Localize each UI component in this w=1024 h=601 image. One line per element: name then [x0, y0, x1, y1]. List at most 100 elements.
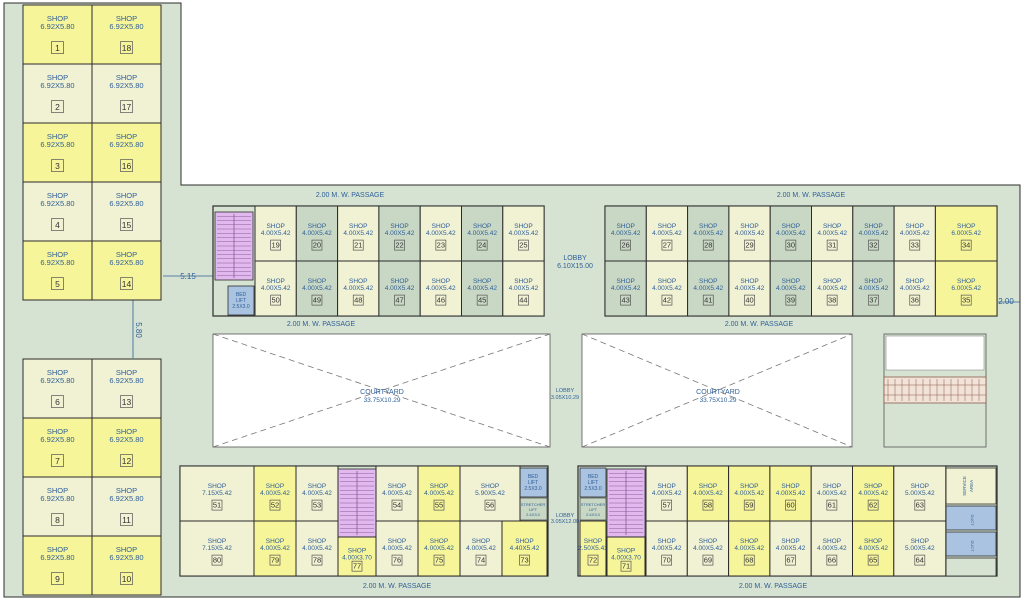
shop-number-box [702, 294, 714, 306]
shop-size: 4.00X5.42 [385, 285, 415, 292]
svg-text:2.4X3.0: 2.4X3.0 [586, 512, 601, 517]
shop-label: SHOP [116, 250, 137, 259]
service-area: SERVICE AREA [945, 467, 997, 505]
shop-number: 47 [395, 296, 403, 305]
shop-label: SHOP [47, 191, 68, 200]
shop-number-box [620, 294, 632, 306]
shop-number-box [270, 239, 281, 251]
passage-top-left: 2.00 M. W. PASSAGE [316, 192, 385, 199]
shop-label: SHOP [47, 132, 68, 141]
shop-label: SHOP [430, 538, 448, 545]
shop-number-box [51, 100, 64, 113]
shop-label: SHOP [864, 223, 882, 230]
duct-1: DUCT [945, 505, 997, 531]
shop-number: 25 [519, 241, 527, 250]
shop-number: 36 [911, 296, 919, 305]
shop-number-box [744, 294, 755, 306]
shop-size: 4.00X5.42 [900, 230, 930, 237]
shop-label: SHOP [740, 538, 758, 545]
shop-size: 4.40X5.42 [510, 545, 540, 552]
shop-number: 15 [122, 220, 132, 230]
shop-number: 5 [55, 279, 60, 289]
dimension-label-1: 5.15 [180, 272, 196, 281]
shop-label: SHOP [657, 538, 675, 545]
shop-size: 4.00X5.42 [652, 490, 682, 497]
shop-label: SHOP [906, 278, 924, 285]
shop-number-box [433, 499, 445, 511]
shop-number: 22 [395, 241, 403, 250]
shop-size: 4.00X5.42 [735, 230, 765, 237]
shop-number-box [909, 239, 921, 251]
svg-text:2.4X3.0: 2.4X3.0 [526, 512, 541, 517]
shop-number-box [270, 294, 281, 306]
shop-size: 6.92X5.80 [109, 22, 143, 31]
shop-size: 6.92X5.80 [109, 494, 143, 503]
shop-label: SHOP [657, 483, 675, 490]
shop-number: 19 [271, 241, 279, 250]
shop-size: 4.00X5.42 [611, 230, 641, 237]
shop-number-box [868, 239, 879, 251]
shop-label: SHOP [116, 486, 137, 495]
shop-label: SHOP [781, 483, 799, 490]
shop-label: SHOP [116, 73, 137, 82]
shop-number-box [519, 554, 530, 566]
shop-size: 6.92X5.80 [40, 376, 74, 385]
svg-text:33.75X10.29: 33.75X10.29 [700, 397, 737, 404]
lobby-middle-label: LOBBY [556, 388, 575, 394]
shop-size: 6.92X5.80 [109, 376, 143, 385]
shop-size: 4.00X5.42 [424, 490, 454, 497]
shop-number-box [661, 294, 673, 306]
shop-number: 6 [55, 397, 60, 407]
shop-label: SHOP [390, 278, 408, 285]
shop-label: SHOP [266, 223, 284, 230]
shop-size: 7.15X5.42 [202, 490, 232, 497]
shop-number: 57 [662, 501, 670, 510]
shop-size: 4.00X5.42 [302, 490, 332, 497]
shop-number: 50 [271, 296, 279, 305]
svg-text:DUCT: DUCT [970, 540, 975, 552]
shop-number-box [785, 294, 797, 306]
svg-text:LIFT: LIFT [588, 480, 598, 486]
shop-number-box [120, 572, 133, 585]
shop-label: SHOP [823, 278, 841, 285]
shop-label: SHOP [823, 483, 841, 490]
shop-label: SHOP [911, 483, 929, 490]
shop-number: 17 [122, 102, 132, 112]
shop-number-box [826, 239, 838, 251]
shop-size: 4.00X5.42 [467, 230, 497, 237]
shop-number-box [391, 554, 403, 566]
svg-text:COURTYARD: COURTYARD [360, 389, 404, 396]
shop-size: 4.00X5.42 [302, 545, 332, 552]
shop-label: SHOP [782, 278, 800, 285]
svg-text:33.75X10.29: 33.75X10.29 [364, 397, 401, 404]
stretcher-lift-2: STRETCHER LIFT 2.4X3.0 [579, 497, 607, 521]
shop-number: 1 [55, 43, 60, 53]
shop-number-box [120, 454, 133, 467]
shop-number: 51 [213, 501, 221, 510]
lobby-bottom-label: LOBBY [556, 513, 575, 519]
